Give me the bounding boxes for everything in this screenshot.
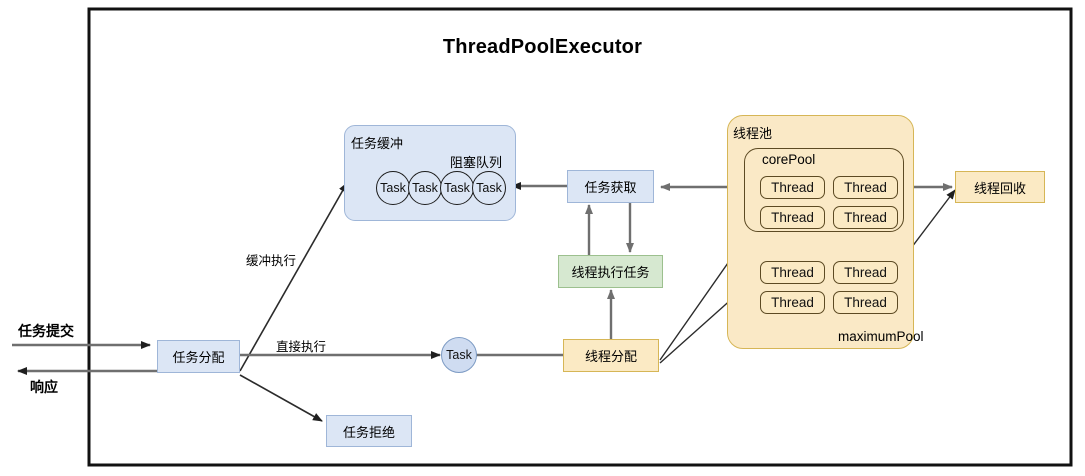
page-title: ThreadPoolExecutor	[442, 36, 643, 58]
core-thread-2-label: Thread	[771, 210, 814, 225]
node-task-fetch-label: 任务获取	[584, 180, 637, 195]
node-task-reject-label: 任务拒绝	[342, 424, 395, 440]
node-task-dispatch-label: 任务分配	[172, 350, 225, 365]
core-thread-2: Thread	[760, 206, 825, 229]
max-thread-1: Thread	[833, 261, 898, 284]
node-task-dispatch[interactable]: 任务分配	[157, 340, 240, 373]
node-thread-dispatch-label: 线程分配	[584, 349, 637, 364]
queue-task-2: Task	[440, 171, 474, 205]
node-task-reject[interactable]: 任务拒绝	[326, 415, 412, 447]
node-thread-exec-task[interactable]: 线程执行任务	[558, 255, 663, 288]
queue-task-3: Task	[472, 171, 506, 205]
max-thread-2-label: Thread	[771, 295, 814, 310]
max-thread-0-label: Thread	[771, 265, 814, 280]
label-maximum-pool: maximumPool	[838, 329, 924, 344]
label-blocking-queue: 阻塞队列	[450, 155, 503, 170]
label-task-buffer-title: 任务缓冲	[351, 136, 404, 151]
max-thread-1-label: Thread	[844, 265, 887, 280]
label-response: 响应	[30, 379, 58, 395]
queue-task-0-label: Task	[380, 181, 406, 195]
queue-task-1: Task	[408, 171, 442, 205]
node-task-circle-label: Task	[446, 348, 472, 362]
node-task-circle: Task	[441, 337, 477, 373]
panel-core-pool	[744, 148, 904, 232]
edge-buffered-exec	[239, 182, 348, 372]
label-core-pool: corePool	[762, 152, 816, 167]
queue-task-2-label: Task	[444, 181, 470, 195]
label-task-submit: 任务提交	[18, 323, 74, 339]
label-thread-pool-title: 线程池	[733, 126, 773, 141]
node-thread-dispatch[interactable]: 线程分配	[563, 339, 659, 372]
node-thread-recycle-label: 线程回收	[973, 180, 1026, 196]
max-thread-3: Thread	[833, 291, 898, 314]
edge-task-reject	[239, 374, 323, 422]
node-task-fetch[interactable]: 任务获取	[567, 170, 654, 203]
edge-label-buffered-exec: 缓冲执行	[246, 254, 297, 268]
edge-label-direct-exec: 直接执行	[276, 340, 327, 354]
core-thread-1-label: Thread	[844, 180, 887, 195]
core-thread-3-label: Thread	[844, 210, 887, 225]
core-thread-3: Thread	[833, 206, 898, 229]
core-thread-0: Thread	[760, 176, 825, 199]
core-thread-0-label: Thread	[771, 180, 814, 195]
node-thread-exec-task-label: 线程执行任务	[571, 265, 650, 280]
max-thread-3-label: Thread	[844, 295, 887, 310]
max-thread-0: Thread	[760, 261, 825, 284]
node-thread-recycle[interactable]: 线程回收	[955, 171, 1045, 203]
core-thread-1: Thread	[833, 176, 898, 199]
max-thread-2: Thread	[760, 291, 825, 314]
queue-task-1-label: Task	[412, 181, 438, 195]
queue-task-0: Task	[376, 171, 410, 205]
executor-frame	[87, 7, 1073, 467]
queue-task-3-label: Task	[476, 181, 502, 195]
